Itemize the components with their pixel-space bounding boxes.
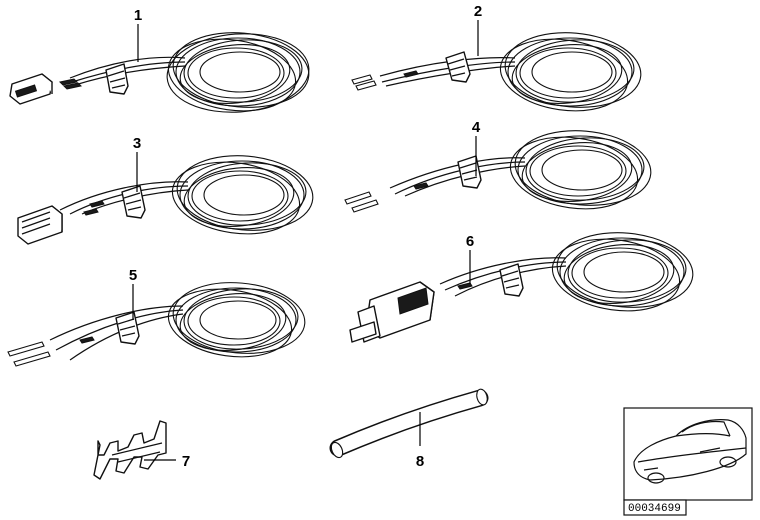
callout-4: 4 <box>472 119 481 136</box>
part-2-cable-coil <box>499 32 642 112</box>
part-6-wiring-harness <box>349 232 694 343</box>
part-3-wiring-harness <box>17 155 314 245</box>
part-2-wiring-harness <box>351 32 642 112</box>
part-1-cable-coil <box>166 32 310 113</box>
part-4-wiring-harness <box>344 130 652 213</box>
part-8-tube <box>329 388 489 459</box>
part-5-wiring-harness <box>7 282 306 367</box>
part-6-cable-coil <box>551 232 694 312</box>
part-4-cable-coil <box>509 130 652 210</box>
part-2-grommet <box>445 51 471 83</box>
part-3-cable-coil <box>171 155 314 235</box>
part-1-wiring-harness <box>9 32 310 113</box>
part-6-connector <box>349 281 435 343</box>
part-1-grommet <box>105 63 129 95</box>
callout-2: 2 <box>474 3 482 20</box>
callout-3: 3 <box>133 135 141 152</box>
car-outline-icon <box>633 419 747 484</box>
reference-number: 00034699 <box>628 503 681 515</box>
part-7-clip <box>93 420 167 480</box>
callout-6: 6 <box>466 233 474 250</box>
callout-7: 7 <box>182 453 190 470</box>
vehicle-thumbnail: 00034699 <box>623 407 753 516</box>
callout-1: 1 <box>134 7 142 24</box>
part-5-cable-coil <box>167 282 306 358</box>
callout-8: 8 <box>416 453 424 470</box>
callout-5: 5 <box>129 267 137 284</box>
